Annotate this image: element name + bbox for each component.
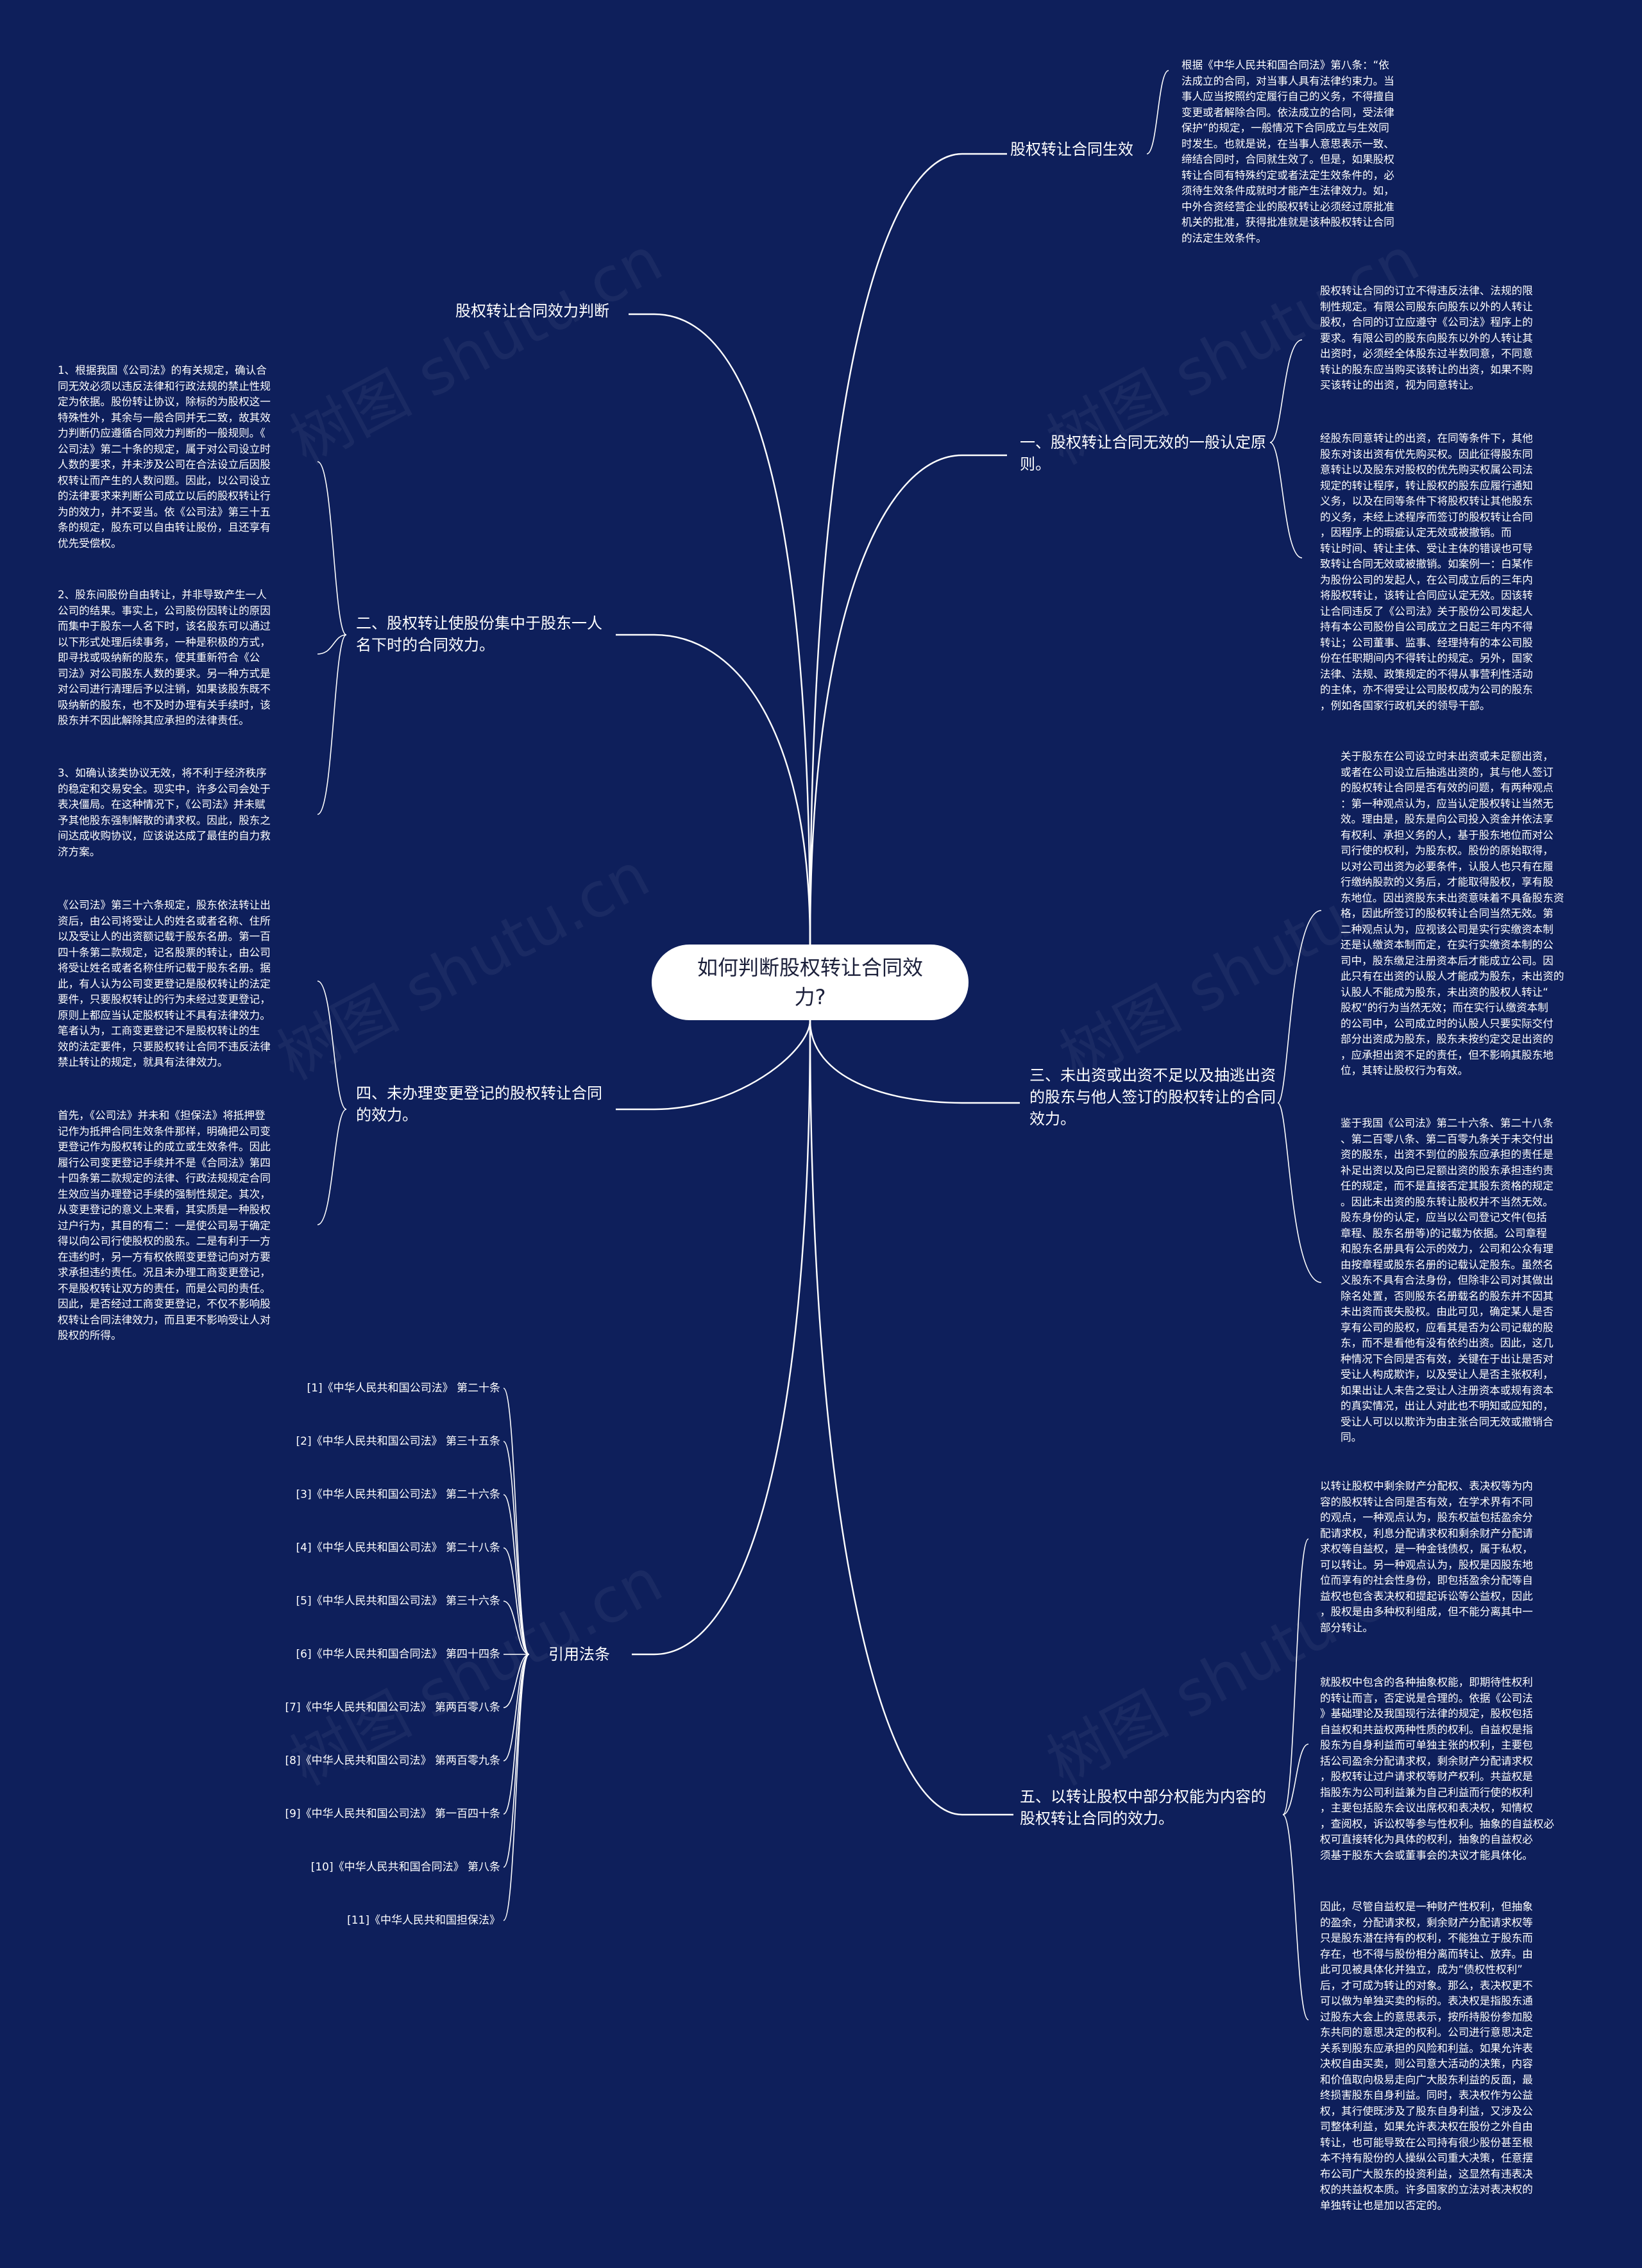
branch-unpaid-capital[interactable]: 三、未出资或出资不足以及抽逃出资的股东与他人签订的股权转让的合同效力。	[1029, 1064, 1276, 1130]
leaf-text: 根据《中华人民共和国合同法》第八条：“依 法成立的合同，对当事人具有法律约束力。…	[1181, 59, 1394, 244]
leaf-text: 以转让股权中剩余财产分配权、表决权等为内 容的股权转让合同是否有效，在学术界有不…	[1320, 1480, 1533, 1634]
leaf-text: 鉴于我国《公司法》第二十六条、第二十八条 、第二百零八条、第二百零九条关于未交付…	[1341, 1117, 1553, 1443]
citation-item[interactable]: [6]《中华人民共和国合同法》 第四十四条	[296, 1648, 500, 1661]
citation-item[interactable]: [8]《中华人民共和国公司法》 第两百零九条	[285, 1754, 500, 1767]
branch-label: 二、股权转让使股份集中于股东一人名下时的合同效力。	[356, 614, 602, 654]
citation-item[interactable]: [10]《中华人民共和国合同法》 第八条	[310, 1861, 500, 1874]
branch-label: 股权转让合同生效	[1010, 140, 1133, 158]
citation-item[interactable]: [2]《中华人民共和国公司法》 第三十五条	[296, 1435, 500, 1448]
citation-item[interactable]: [9]《中华人民共和国公司法》 第一百四十条	[285, 1808, 500, 1820]
branch-label: 五、以转让股权中部分权能为内容的股权转让合同的效力。	[1020, 1788, 1266, 1827]
root-topic-label: 如何判断股权转让合同效力?	[697, 955, 923, 1009]
leaf-text: 《公司法》第三十六条规定，股东依法转让出 资后，由公司将受让人的姓名或者名称、住…	[58, 899, 271, 1068]
branch-partial-rights[interactable]: 五、以转让股权中部分权能为内容的股权转让合同的效力。	[1020, 1786, 1267, 1829]
leaf-text: 2、股东间股份自由转让，并非导致产生一人 公司的结果。事实上，公司股份因转让的原…	[58, 589, 271, 727]
root-topic[interactable]: 如何判断股权转让合同效力?	[652, 945, 969, 1020]
branch-label: 股权转让合同效力判断	[455, 302, 609, 320]
leaf-text: 因此，尽管自益权是一种财产性权利，但抽象 的盈余，分配请求权，剩余财产分配请求权…	[1320, 1901, 1533, 2212]
branch-single-shareholder[interactable]: 二、股权转让使股份集中于股东一人名下时的合同效力。	[356, 612, 603, 656]
branch-label: 引用法条	[548, 1645, 610, 1663]
citation-item[interactable]: [1]《中华人民共和国公司法》 第二十条	[307, 1382, 500, 1395]
leaf-text: 关于股东在公司设立时未出资或未足额出资， 或者在公司设立后抽逃出资的，其与他人签…	[1341, 750, 1564, 1077]
citation-item[interactable]: [3]《中华人民共和国公司法》 第二十六条	[296, 1488, 500, 1501]
leaf-text: 股权转让合同的订立不得违反法律、法规的限 制性规定。有限公司股东向股东以外的人转…	[1320, 285, 1533, 391]
branch-contract-effective[interactable]: 股权转让合同生效	[1010, 139, 1133, 160]
citation-item[interactable]: [7]《中华人民共和国公司法》 第两百零八条	[285, 1701, 500, 1714]
branch-validity-judgment[interactable]: 股权转让合同效力判断	[455, 300, 609, 322]
citation-item[interactable]: [5]《中华人民共和国公司法》 第三十六条	[296, 1595, 500, 1608]
citation-item[interactable]: [11]《中华人民共和国担保法》	[347, 1914, 500, 1927]
branch-label: 四、未办理变更登记的股权转让合同的效力。	[356, 1084, 602, 1124]
branch-label: 一、股权转让合同无效的一般认定原则。	[1020, 433, 1266, 473]
watermark: 树图 shutu.cn	[266, 839, 661, 1094]
branch-cited-laws[interactable]: 引用法条	[548, 1643, 610, 1665]
leaf-text: 首先，《公司法》并未和《担保法》将抵押登 记作为抵押合同生效条件那样，明确把公司…	[58, 1109, 271, 1341]
leaf-text: 3、如确认该类协议无效，将不利于经济秩序 的稳定和交易安全。现实中，许多公司会处…	[58, 767, 271, 858]
leaf-text: 1、根据我国《公司法》的有关规定，确认合 同无效必须以违反法律和行政法规的禁止性…	[58, 364, 271, 550]
leaf-text: 经股东同意转让的出资，在同等条件下，其他 股东对该出资有优先购买权。因此征得股东…	[1320, 432, 1533, 712]
branch-unregistered-change[interactable]: 四、未办理变更登记的股权转让合同的效力。	[356, 1082, 603, 1126]
leaf-text: 就股权中包含的各种抽象权能，即期待性权利 的转让而言，否定说是合理的。依据《公司…	[1320, 1676, 1555, 1861]
citation-item[interactable]: [4]《中华人民共和国公司法》 第二十八条	[296, 1541, 500, 1554]
watermark: 树图 shutu.cn	[278, 223, 673, 478]
branch-invalid-principle[interactable]: 一、股权转让合同无效的一般认定原则。	[1020, 432, 1267, 475]
branch-label: 三、未出资或出资不足以及抽逃出资的股东与他人签订的股权转让的合同效力。	[1029, 1066, 1276, 1128]
